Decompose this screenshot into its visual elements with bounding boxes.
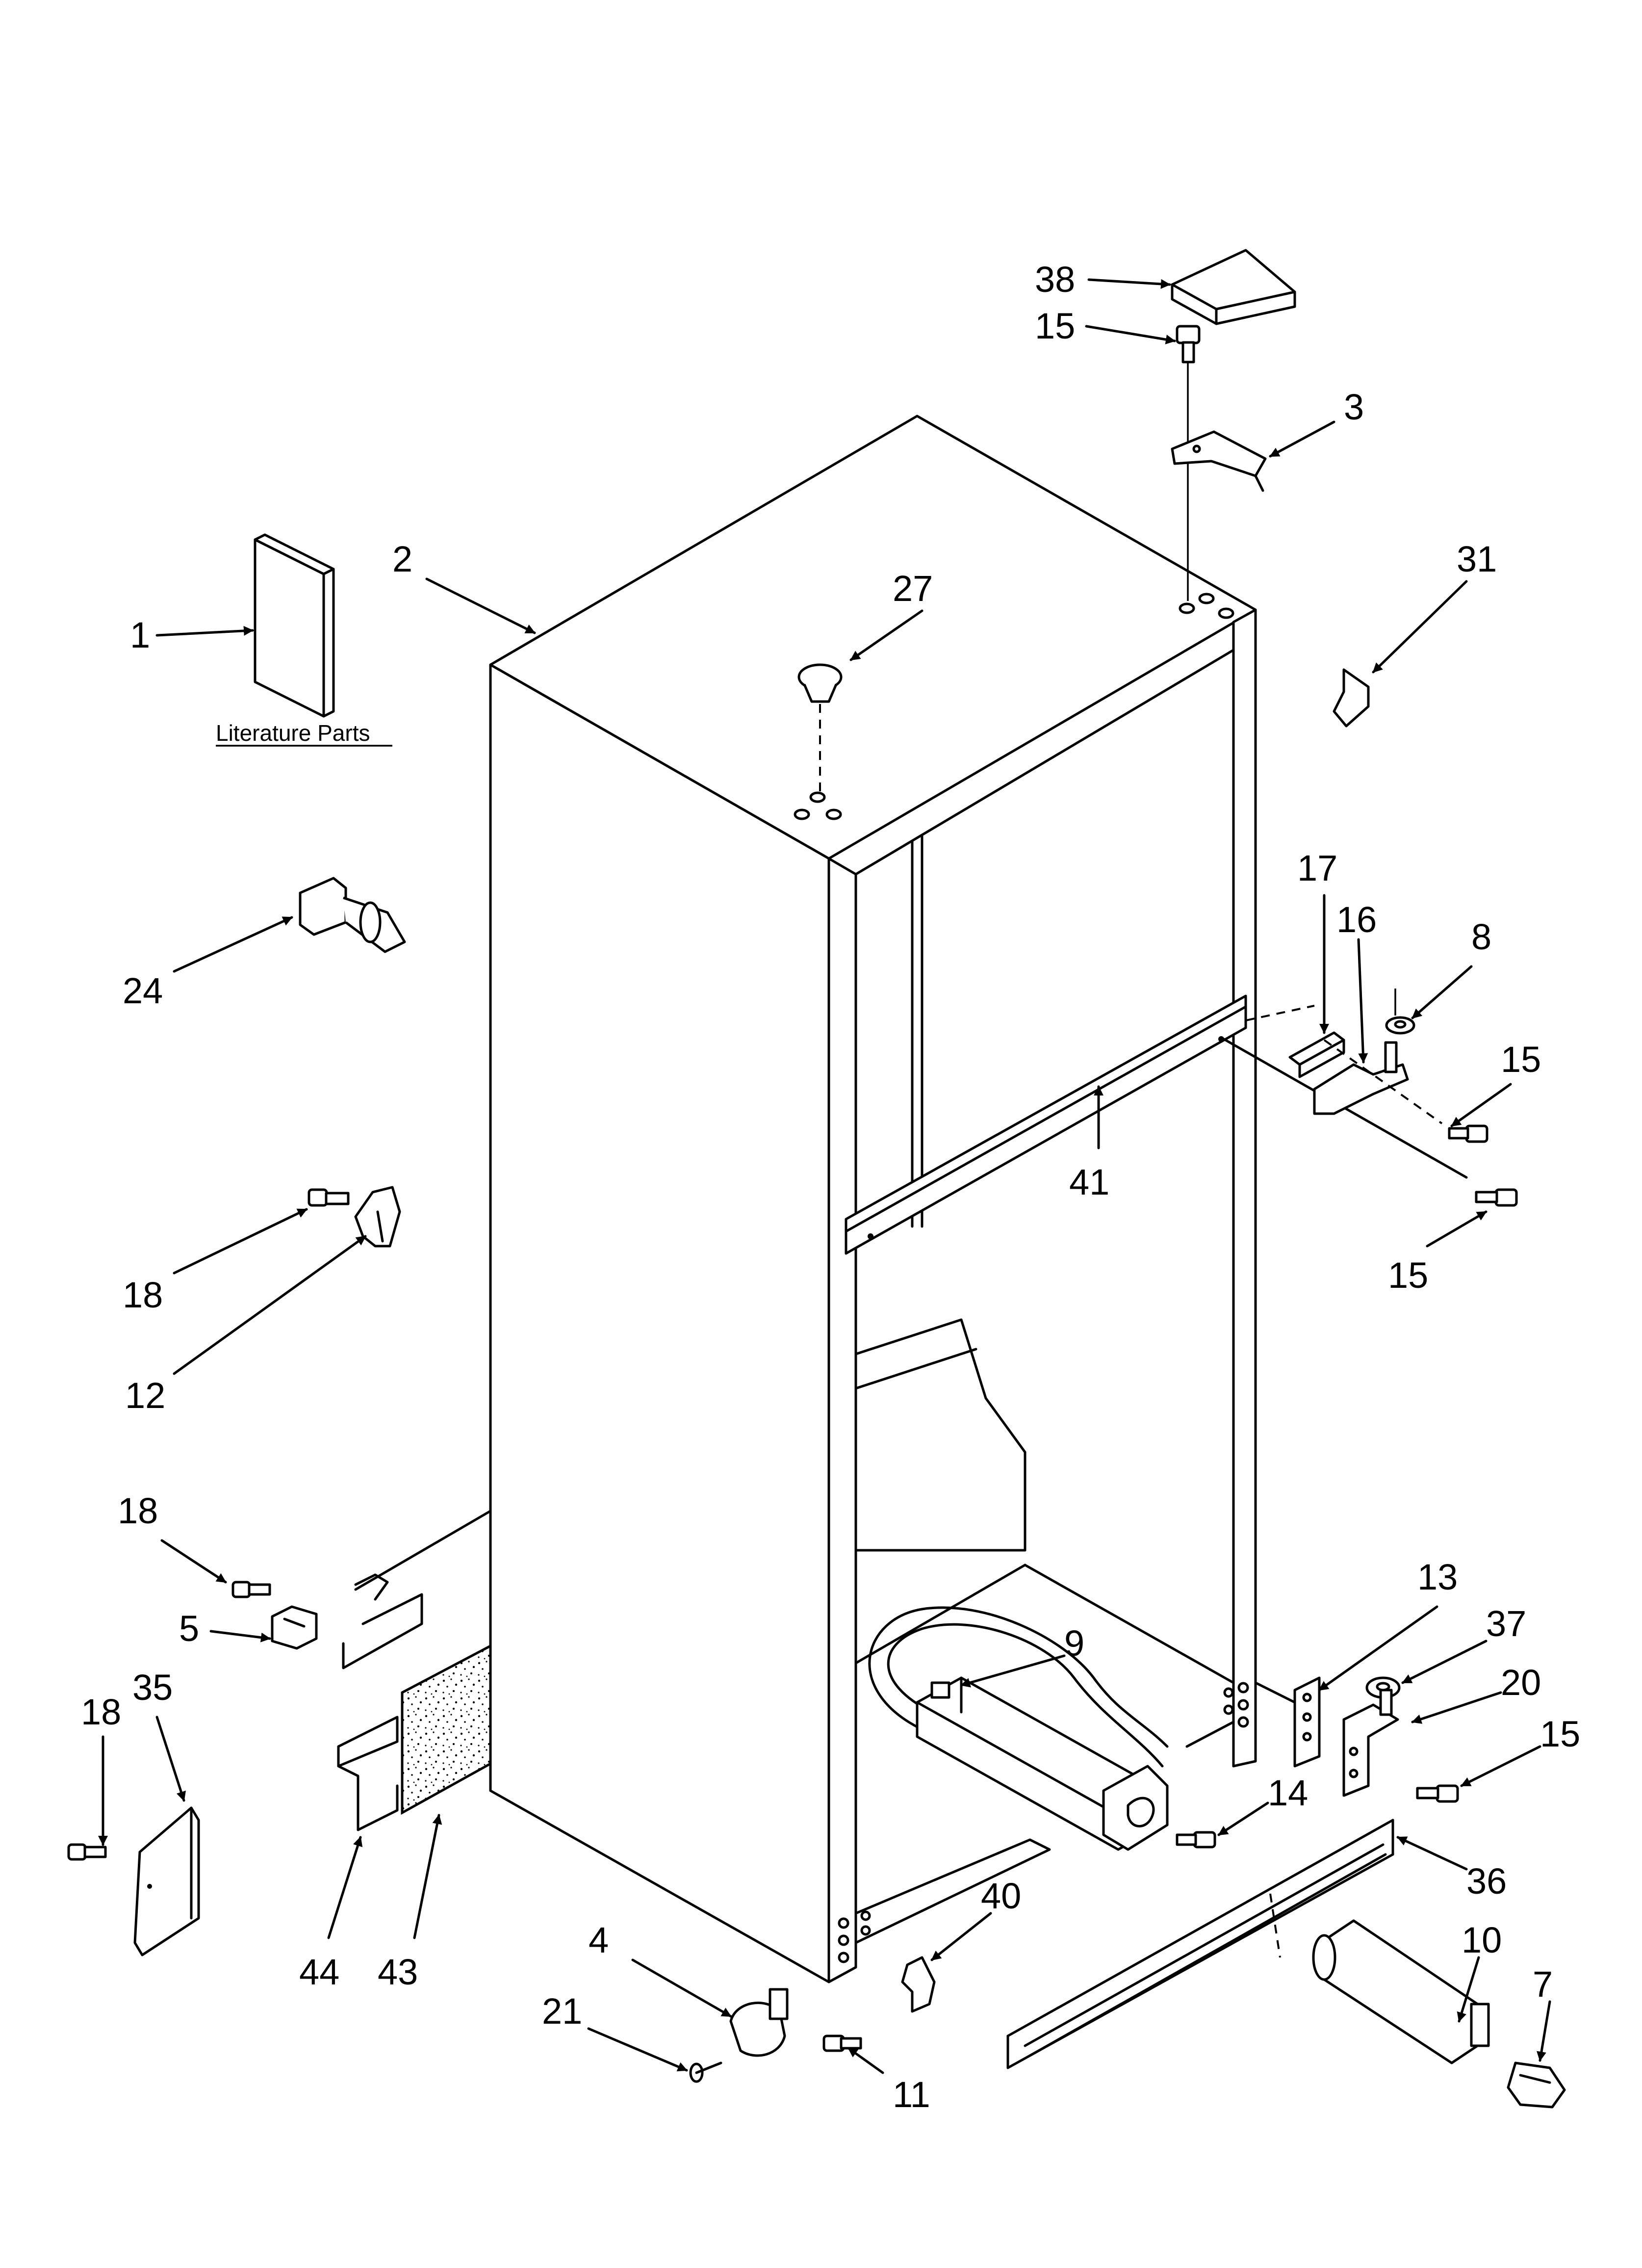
cover-31 <box>133 1806 200 1956</box>
shim-17 <box>1288 1031 1345 1078</box>
callout-20: 20 <box>1501 1662 1541 1703</box>
hinge-20 <box>1342 1689 1399 1797</box>
callout-41: 41 <box>1069 1162 1109 1202</box>
callout-17: 17 <box>1297 848 1337 888</box>
insulation-43 <box>401 1643 492 1815</box>
callout-2: 2 <box>392 539 412 579</box>
callout-27: 27 <box>893 568 933 609</box>
callout-43: 43 <box>378 1952 418 1992</box>
drain-hose <box>868 1606 1169 1768</box>
rivet-21 <box>689 2061 722 2083</box>
callout-15-top: 15 <box>1035 306 1075 346</box>
washer-8 <box>1385 1016 1415 1035</box>
water-filter-11 <box>1312 1919 1490 2064</box>
plate-13 <box>1293 1676 1321 1768</box>
callout-labels: 38 15 3 31 2 1 27 24 18 12 18 5 18 35 44… <box>81 259 1580 2115</box>
callout-11: 10 <box>1462 1920 1502 1960</box>
hinge-pin-24 <box>299 877 406 953</box>
callout-37: 40 <box>981 1876 1021 1916</box>
callout-18-mid: 18 <box>118 1490 158 1531</box>
screw-18-mid <box>231 1581 271 1598</box>
screw-15-lower <box>1416 1784 1459 1803</box>
screw-18-upper <box>308 1188 350 1207</box>
callout-14: 14 <box>1268 1773 1308 1813</box>
hinge-cover-small <box>1333 668 1370 728</box>
bracket-5 <box>271 1605 318 1650</box>
hinge-16 <box>1313 1041 1409 1115</box>
callout-1: 1 <box>130 615 150 655</box>
callout-24: 24 <box>123 970 163 1011</box>
callout-36: 36 <box>1466 1861 1507 1902</box>
screw-14 <box>1176 1831 1216 1849</box>
callout-31: 35 <box>132 1667 173 1708</box>
divider-rail <box>845 994 1247 1255</box>
callout-38: 37 <box>1486 1603 1526 1644</box>
callout-18-upper: 18 <box>123 1275 163 1315</box>
screw-10 <box>822 2034 862 2052</box>
screw-15-right-b <box>1475 1188 1518 1207</box>
callout-21: 21 <box>542 1991 582 2032</box>
screw-top <box>1176 325 1201 364</box>
callout-3: 3 <box>1344 387 1364 427</box>
callout-15-right-a: 15 <box>1501 1039 1541 1080</box>
cabinet <box>354 415 1257 1983</box>
callout-10: 11 <box>893 2074 930 2115</box>
screw-18-lower <box>67 1843 107 1861</box>
plug <box>797 663 843 703</box>
callout-13: 13 <box>1417 1557 1458 1597</box>
callout-9: 9 <box>1064 1623 1084 1664</box>
callout-18-lower: 18 <box>81 1692 121 1732</box>
clip-37 <box>901 1956 936 2013</box>
literature-caption: Literature Parts <box>216 720 370 746</box>
callout-44: 44 <box>299 1952 339 1992</box>
callout-12: 12 <box>125 1375 165 1416</box>
hinge-cover <box>1171 249 1296 325</box>
callout-35: 31 <box>1457 539 1497 579</box>
callout-8: 8 <box>1471 916 1491 957</box>
callout-15-lower: 15 <box>1540 1714 1580 1754</box>
top-hinge <box>1171 430 1267 492</box>
screw-15-right-a <box>1448 1124 1488 1143</box>
toe-grille-36 <box>1006 1819 1394 2069</box>
leader-lines <box>98 278 1551 2074</box>
callout-5: 5 <box>179 1608 199 1649</box>
filter-housing-9 <box>916 1676 1169 1851</box>
filter-cap-7 <box>1507 2061 1566 2109</box>
callout-16: 16 <box>1336 899 1377 940</box>
callout-15-right-b: 15 <box>1388 1255 1428 1296</box>
cord-clip-4 <box>729 1988 789 2057</box>
literature-booklet <box>254 533 335 718</box>
callout-4: 4 <box>589 1920 609 1960</box>
callout-40: 38 <box>1035 259 1075 300</box>
brackets-44 <box>337 1573 423 1831</box>
callout-7: 7 <box>1533 1964 1553 2005</box>
